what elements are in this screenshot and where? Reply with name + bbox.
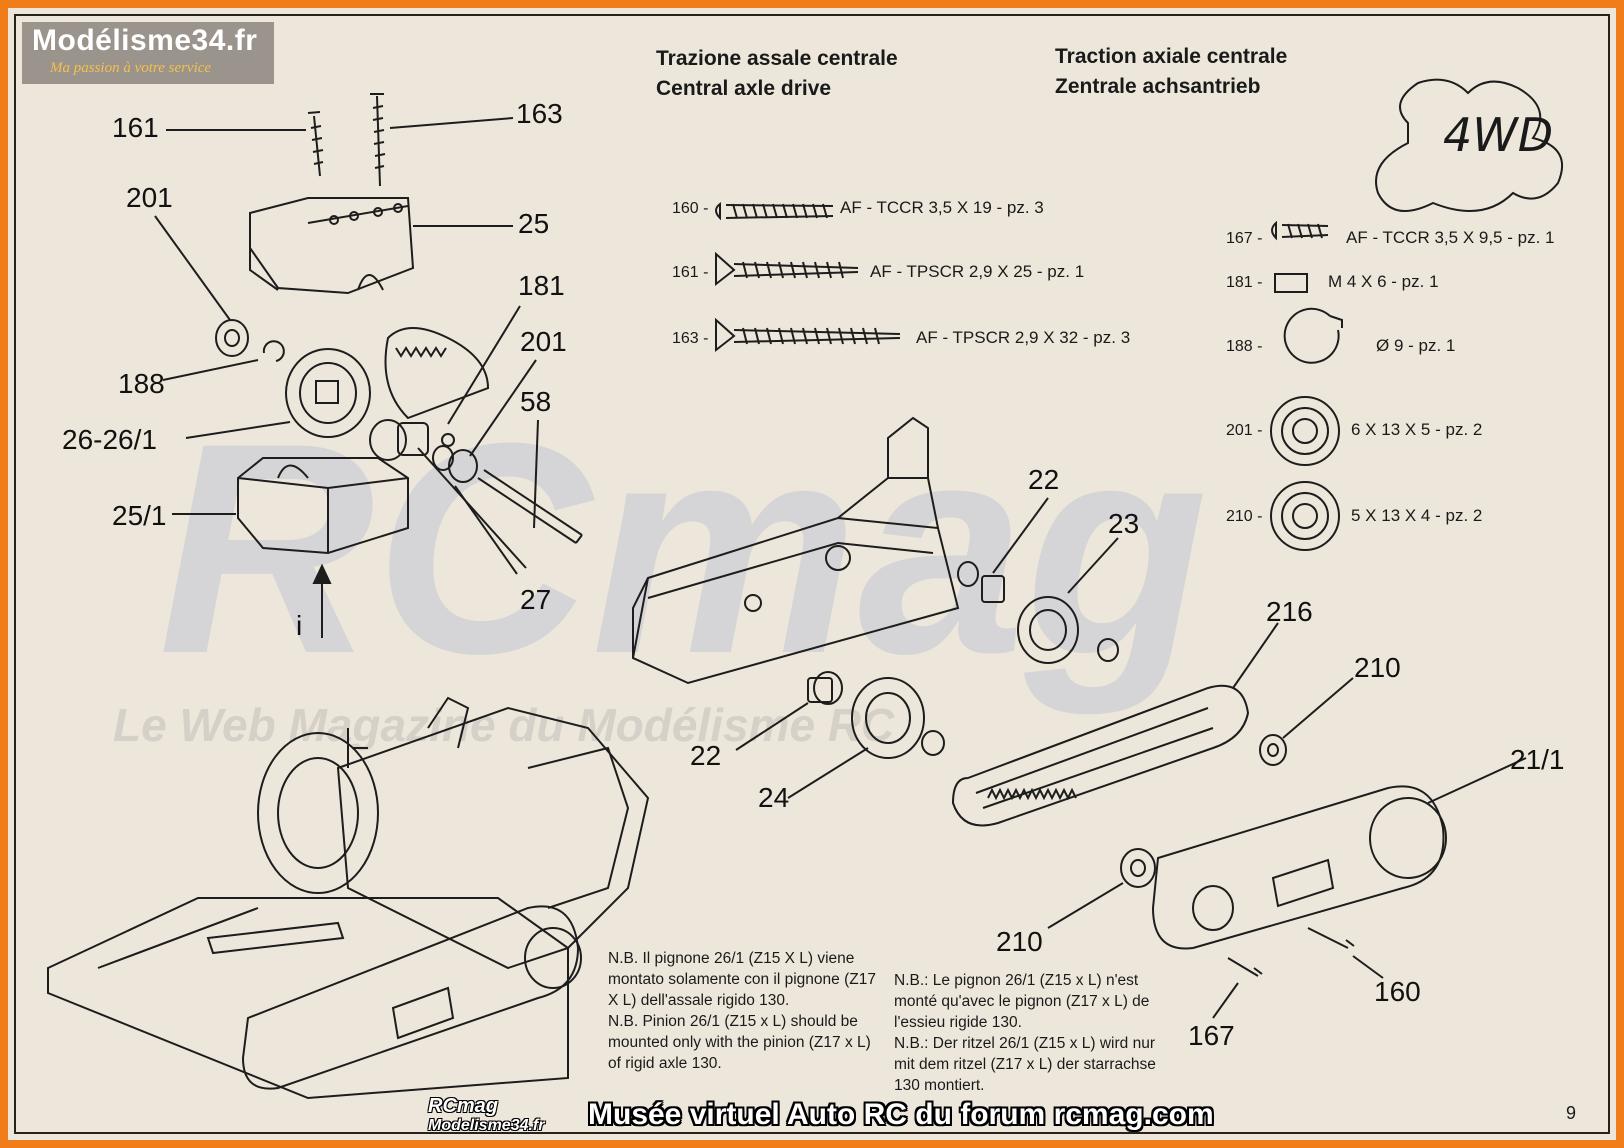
note-italian-english: N.B. Il pignone 26/1 (Z15 X L) viene mon… — [608, 948, 878, 1074]
logo-4wd-outline — [1375, 78, 1563, 212]
screw-163 — [370, 93, 386, 187]
callout-22-bottom: 22 — [690, 740, 722, 771]
footer-museum-text: Musée virtuel Auto RC du forum rcmag.com — [588, 1098, 1214, 1131]
callout-21-1: 21/1 — [1510, 744, 1565, 775]
callout-58: 58 — [520, 386, 552, 417]
hw-screw-160 — [715, 201, 834, 221]
brand-logo[interactable]: Modélisme34.fr Ma passion à votre servic… — [22, 22, 274, 84]
callout-26-26-1: 26-26/1 — [62, 424, 157, 455]
hw-code-167: 167 - — [1226, 230, 1263, 247]
page-border — [14, 14, 1610, 1134]
hw-desc-161: AF - TPSCR 2,9 X 25 - pz. 1 — [870, 262, 1085, 281]
hw-desc-201: 6 X 13 X 5 - pz. 2 — [1351, 420, 1483, 439]
hw-code-210: 210 - — [1226, 508, 1263, 525]
hw-code-160: 160 - — [672, 200, 709, 217]
callout-24: 24 — [758, 782, 790, 813]
callout-201-top: 201 — [126, 182, 173, 213]
heading-french: Traction axiale centrale — [1055, 45, 1288, 68]
heading-right: Traction axiale centrale Zentrale achsan… — [1055, 42, 1287, 102]
callout-27: 27 — [520, 584, 552, 615]
note-french-german: N.B.: Le pignon 26/1 (Z15 x L) n'est mon… — [894, 970, 1164, 1096]
heading-left: Trazione assale centrale Central axle dr… — [656, 44, 898, 104]
hw-bearing-210 — [1270, 481, 1340, 551]
hw-desc-210: 5 X 13 X 4 - pz. 2 — [1351, 506, 1483, 525]
watermark-tagline: Le Web Magazine du Modélisme RC — [113, 699, 895, 751]
callout-160: 160 — [1374, 976, 1421, 1007]
callout-22-top: 22 — [1028, 464, 1060, 495]
hw-desc-188: Ø 9 - pz. 1 — [1376, 336, 1456, 355]
hw-desc-167: AF - TCCR 3,5 X 9,5 - pz. 1 — [1346, 228, 1555, 247]
callout-23: 23 — [1108, 508, 1140, 539]
callout-161: 161 — [112, 112, 159, 143]
callout-163: 163 — [516, 98, 563, 129]
exploded-view-drawing — [47, 78, 1563, 1100]
callout-25: 25 — [518, 208, 550, 239]
callout-167: 167 — [1188, 1020, 1235, 1051]
heading-german: Zentrale achsantrieb — [1055, 75, 1261, 98]
callout-188: 188 — [118, 368, 165, 399]
heading-italian: Trazione assale centrale — [656, 47, 898, 70]
hw-bearing-201 — [1270, 396, 1340, 466]
brand-subtitle: Ma passion à votre service — [50, 60, 212, 76]
callout-201-right: 201 — [520, 326, 567, 357]
note-french: N.B.: Le pignon 26/1 (Z15 x L) n'est mon… — [894, 972, 1150, 1031]
heading-english: Central axle drive — [656, 77, 832, 100]
hw-desc-163: AF - TPSCR 2,9 X 32 - pz. 3 — [916, 328, 1131, 347]
callout-210-bottom: 210 — [996, 926, 1043, 957]
hw-screw-167 — [1271, 220, 1329, 241]
hw-screw-163 — [715, 317, 901, 353]
hw-screw-161 — [715, 251, 859, 287]
hw-code-161: 161 - — [672, 264, 709, 281]
callout-25-1: 25/1 — [112, 500, 167, 531]
hw-clip-188 — [1283, 307, 1343, 364]
watermark-logo: RCmag — [158, 380, 1209, 716]
hw-code-163: 163 - — [672, 330, 709, 347]
hw-code-188: 188 - — [1226, 338, 1263, 355]
logo-4wd: 4WD — [1443, 108, 1554, 162]
hw-desc-181: M 4 X 6 - pz. 1 — [1328, 272, 1439, 291]
callout-i: i — [296, 610, 303, 641]
screw-161 — [307, 111, 324, 177]
hw-grub-181 — [1274, 273, 1308, 293]
hw-desc-160: AF - TCCR 3,5 X 19 - pz. 3 — [840, 198, 1044, 217]
footer-site: Modelisme34.fr — [428, 1117, 545, 1134]
callout-181: 181 — [518, 270, 565, 301]
footer-rcmag: RCmag — [428, 1095, 499, 1117]
hw-code-181: 181 - — [1226, 274, 1263, 291]
footer-rcmag-logo[interactable]: RCmag Modelisme34.fr — [428, 1096, 544, 1136]
callout-216: 216 — [1266, 596, 1313, 627]
brand-title: Modélisme34.fr — [32, 24, 258, 57]
note-italian: N.B. Il pignone 26/1 (Z15 X L) viene mon… — [608, 950, 876, 1009]
page-number: 9 — [1566, 1103, 1577, 1123]
hw-code-201: 201 - — [1226, 422, 1263, 439]
note-german: N.B.: Der ritzel 26/1 (Z15 x L) wird nur… — [894, 1035, 1156, 1094]
note-english: N.B. Pinion 26/1 (Z15 x L) should be mou… — [608, 1013, 871, 1072]
callout-210-top: 210 — [1354, 652, 1401, 683]
